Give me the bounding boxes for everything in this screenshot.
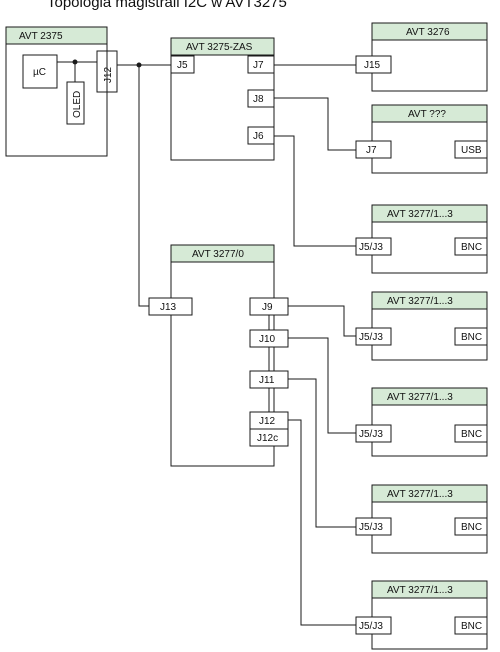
connector-j6-zas-label: J6	[253, 131, 264, 142]
uc-box	[22, 54, 58, 89]
module-avt2375-body	[5, 26, 108, 157]
module-avt-unknown-title: AVT ???	[408, 109, 446, 120]
module-avt3277-terminal-5: AVT 3277/1...3 J5/J3 BNC	[355, 580, 488, 650]
module-avt3276-title: AVT 3276	[406, 27, 450, 38]
module-avt3277-terminal-1: AVT 3277/1...3 J5/J3 BNC	[355, 204, 488, 274]
terminal-5-header	[371, 580, 488, 599]
connector-j12-avt2375	[96, 50, 118, 93]
terminal-4-bnc	[454, 517, 488, 536]
module-avt-unknown-header	[371, 104, 488, 123]
terminal-1-bnc-label: BNC	[461, 242, 482, 253]
module-avt3277-terminal-2: AVT 3277/1...3 J5/J3 BNC	[355, 291, 488, 361]
terminal-2-title: AVT 3277/1...3	[387, 296, 453, 307]
module-avt3277-0-header	[170, 244, 275, 263]
connector-j12-avt2375-label: J12	[103, 66, 114, 83]
terminal-3-bnc	[454, 424, 488, 443]
terminal-3-port-label: J5/J3	[359, 429, 383, 440]
connector-j5-zas-label: J5	[177, 60, 188, 71]
terminal-3-title: AVT 3277/1...3	[387, 392, 453, 403]
wire-j12-to-terminal-5	[288, 419, 356, 626]
terminal-4-header	[371, 484, 488, 503]
wire-bus-to-j13	[138, 65, 149, 307]
terminal-1-bnc	[454, 237, 488, 256]
connector-j10-label: J10	[259, 334, 276, 345]
terminal-2-bnc	[454, 327, 488, 346]
terminal-4-bnc-label: BNC	[461, 522, 482, 533]
module-avt3277-terminal-4: AVT 3277/1...3 J5/J3 BNC	[355, 484, 488, 554]
module-avt3277-0-title: AVT 3277/0	[192, 249, 244, 260]
connector-j12c-label: J12c	[257, 433, 278, 444]
terminal-1-title: AVT 3277/1...3	[387, 209, 453, 220]
terminal-2-port-label: J5/J3	[359, 332, 383, 343]
connector-usb-label: USB	[461, 145, 482, 156]
terminal-3-header	[371, 387, 488, 406]
wire-j9-to-terminal-2	[288, 305, 356, 337]
terminal-1-header	[371, 204, 488, 223]
connector-j7-zas-label: J7	[253, 60, 264, 71]
terminal-2-header	[371, 291, 488, 310]
module-avt3275-zas-title: AVT 3275-ZAS	[186, 42, 253, 53]
terminal-4-title: AVT 3277/1...3	[387, 489, 453, 500]
connector-j7-unknown-label: J7	[366, 145, 377, 156]
wire-j8-to-unknown-j7	[274, 97, 356, 151]
connector-j13-label: J13	[160, 302, 177, 313]
terminal-5-bnc-label: BNC	[461, 621, 482, 632]
module-avt3277-0: AVT 3277/0 J13 J9 J10 J11 J12 J12c	[148, 244, 289, 467]
module-avt3275-zas-header	[170, 37, 275, 56]
module-avt2375: AVT 2375 µC OLED J12	[5, 26, 118, 157]
connector-usb	[454, 140, 488, 159]
oled-label: OLED	[72, 91, 83, 118]
terminal-4-port-label: J5/J3	[359, 522, 383, 533]
terminal-2-bnc-label: BNC	[461, 332, 482, 343]
junction-oled	[72, 59, 78, 65]
connector-j9-label: J9	[262, 302, 273, 313]
connector-j12-hub-label: J12	[259, 416, 276, 427]
terminal-5-title: AVT 3277/1...3	[387, 585, 453, 596]
uc-label: µC	[33, 67, 46, 78]
connector-j8-zas-label: J8	[253, 94, 264, 105]
module-avt3276: AVT 3276 J15	[355, 22, 488, 92]
diagram-title: Topologia magistrali I2C w AVT3275	[47, 0, 287, 11]
terminal-5-port-label: J5/J3	[359, 621, 383, 632]
connector-j11-label: J11	[259, 375, 275, 386]
module-avt2375-header	[5, 26, 108, 45]
terminal-3-bnc-label: BNC	[461, 429, 482, 440]
module-avt3276-header	[371, 22, 488, 41]
module-avt2375-title: AVT 2375	[19, 31, 63, 42]
module-avt3277-terminal-3: AVT 3277/1...3 J5/J3 BNC	[355, 387, 488, 457]
terminal-5-bnc	[454, 616, 488, 635]
wire-j10-to-terminal-3	[288, 337, 356, 434]
connector-j15-label: J15	[364, 60, 381, 71]
module-avt-unknown: AVT ??? J7 USB	[355, 104, 488, 174]
bus-wiring	[57, 59, 356, 626]
wire-j11-to-terminal-4	[288, 378, 356, 528]
wire-j6-to-terminal-1	[274, 135, 356, 247]
module-avt3275-zas: AVT 3275-ZAS J5 J7 J8 J6	[170, 37, 275, 161]
connector-j12c	[249, 428, 289, 447]
terminal-1-port-label: J5/J3	[359, 242, 383, 253]
